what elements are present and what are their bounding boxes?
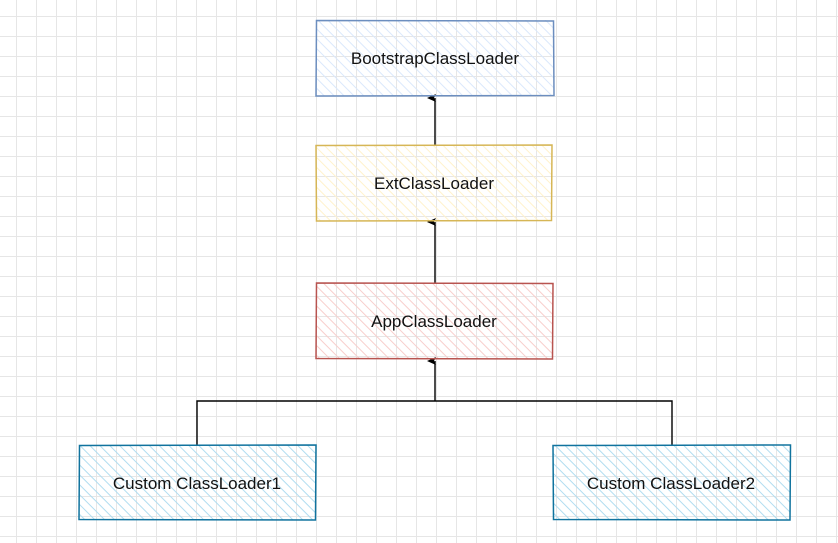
- connector-custom1-to-junction: [196, 400, 435, 445]
- node-bootstrap-label: BootstrapClassLoader: [351, 49, 520, 68]
- node-custom-class-loader-1[interactable]: Custom ClassLoader1: [78, 444, 317, 521]
- connector-custom2-to-junction: [435, 400, 673, 445]
- node-bootstrap-border: [315, 19, 555, 97]
- node-ext-box: [316, 145, 552, 221]
- node-app-label: AppClassLoader: [371, 312, 497, 331]
- node-custom2-border: [552, 444, 792, 521]
- node-bootstrap-box: [316, 20, 554, 96]
- node-custom1-box: [79, 445, 316, 520]
- node-bootstrap-class-loader[interactable]: BootstrapClassLoader: [315, 19, 555, 97]
- node-custom1-border: [78, 444, 317, 521]
- node-app-class-loader[interactable]: AppClassLoader: [315, 282, 554, 360]
- node-ext-border: [315, 144, 553, 222]
- node-custom2-box: [553, 445, 790, 520]
- node-app-box: [316, 283, 553, 359]
- node-ext-class-loader[interactable]: ExtClassLoader: [315, 144, 553, 222]
- node-custom2-label: Custom ClassLoader2: [587, 474, 755, 493]
- node-custom1-label: Custom ClassLoader1: [113, 474, 281, 493]
- node-app-border: [315, 282, 554, 360]
- node-custom-class-loader-2[interactable]: Custom ClassLoader2: [552, 444, 792, 521]
- node-ext-label: ExtClassLoader: [374, 174, 494, 193]
